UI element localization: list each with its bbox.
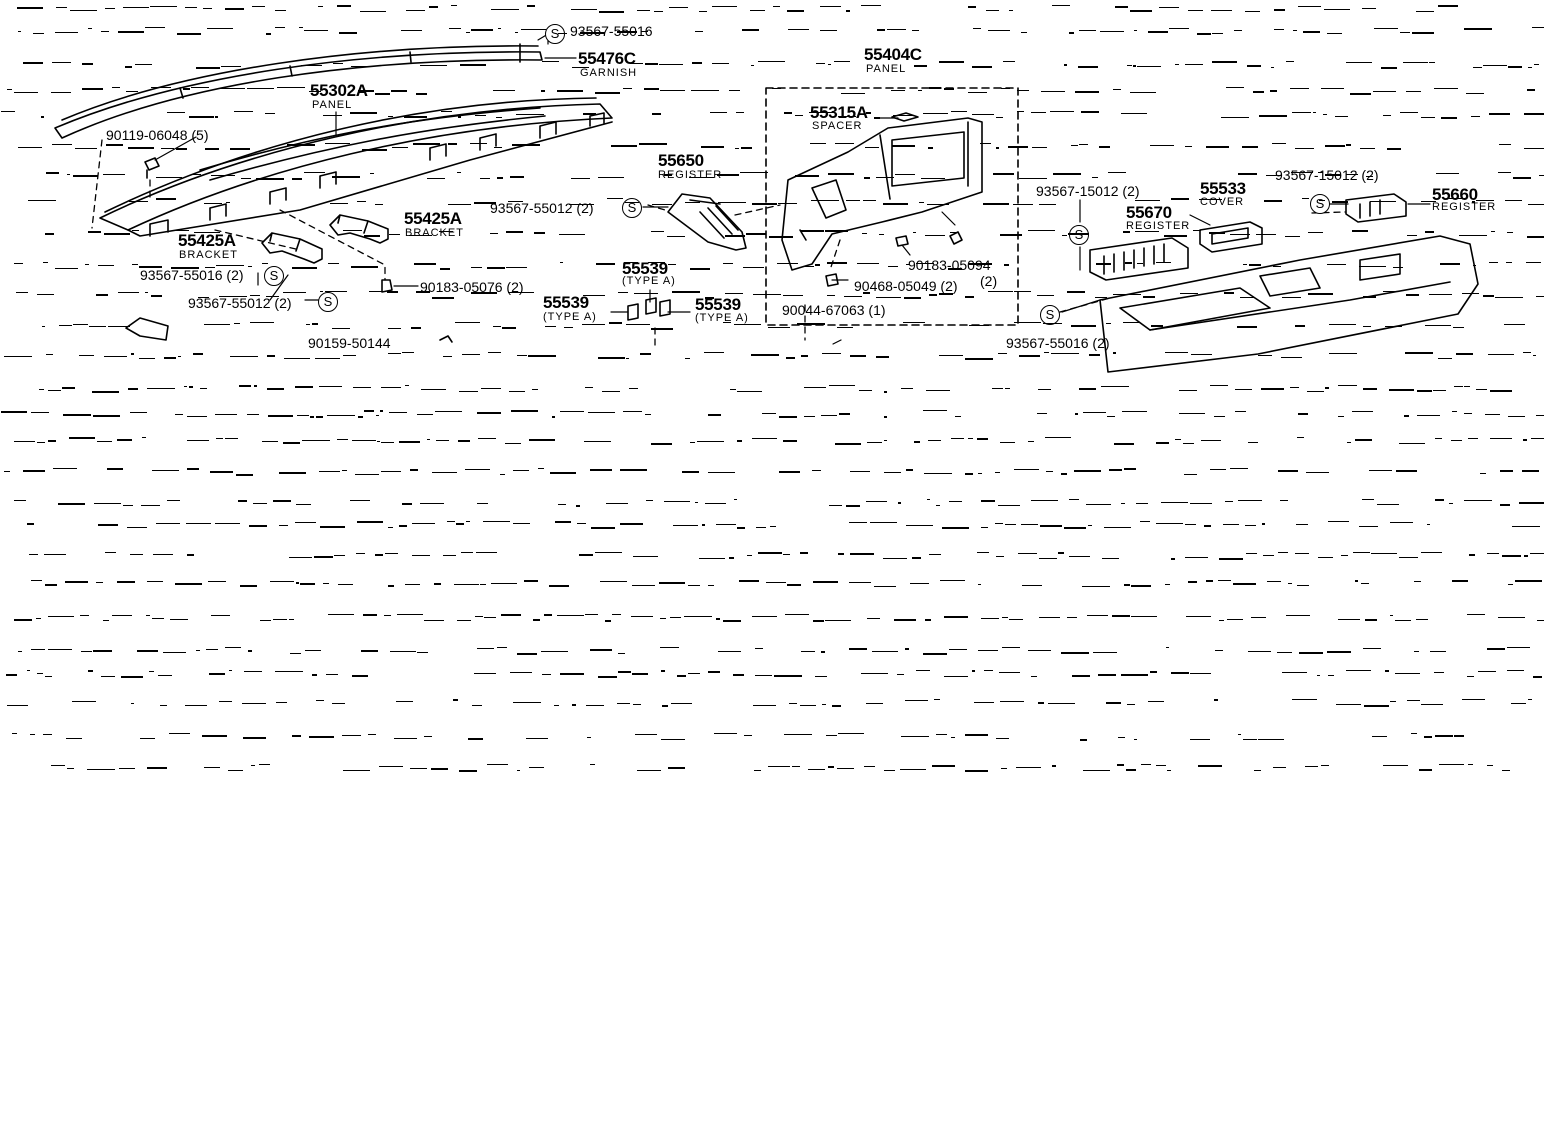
s-symbol-icon: S	[545, 24, 565, 44]
noise-band	[28, 198, 1544, 205]
panel-55302a-drawing	[99, 97, 613, 237]
part-number-93567-55012-2-mid: 93567-55012 (2)	[490, 200, 594, 216]
part-name-register-55650: REGISTER	[658, 169, 723, 181]
s-symbol-icon: S	[1310, 194, 1330, 214]
part-number-55533: 55533	[1200, 179, 1246, 198]
noise-band	[18, 27, 1544, 35]
s-mark-leaders	[832, 339, 842, 345]
noise-band	[1, 111, 1544, 119]
leader-solid-lines	[154, 33, 1431, 313]
cover-55533-drawing	[1199, 221, 1263, 253]
part-name-type-a-right: (TYPE A)	[695, 312, 749, 324]
clips-55539-drawing	[627, 297, 671, 321]
part-number-55476c: 55476C	[578, 49, 636, 68]
part-number-55425a-left: 55425A	[178, 231, 236, 250]
part-name-bracket-left: BRACKET	[179, 249, 238, 261]
noise-band	[46, 172, 1544, 180]
noise-band	[23, 61, 1539, 69]
part-number-93567-55016-top: 93567-55016	[570, 23, 653, 39]
part-number-93567-55012-2-left: 93567-55012 (2)	[188, 295, 292, 311]
noise-band	[17, 5, 1458, 13]
register-55660-drawing	[1345, 193, 1407, 223]
loose-part-drawing	[125, 317, 453, 343]
noise-band	[7, 699, 1532, 707]
s-symbol-icon: S	[318, 292, 338, 312]
noise-band	[16, 291, 1544, 299]
part-number-90183-05076: 90183-05076 (2)	[420, 279, 524, 295]
noise-band	[14, 437, 1544, 445]
noise-band	[18, 647, 1530, 655]
s-symbol-icon: S	[1040, 305, 1060, 325]
part-number-90044-67063: 90044-67063 (1)	[782, 302, 886, 318]
noise-band	[14, 614, 1544, 622]
clip-90183-05076-drawing	[381, 279, 393, 293]
bracket-55425a-right-drawing	[329, 214, 389, 244]
part-name-type-a-top: (TYPE A)	[622, 275, 676, 287]
part-name-garnish: GARNISH	[580, 67, 638, 79]
noise-band	[14, 262, 1541, 270]
part-number-93567-15012-left: 93567-15012 (2)	[1036, 183, 1140, 199]
part-number-90468-05049: 90468-05049 (2)	[854, 278, 958, 294]
lower-dash-panel-drawing	[1099, 235, 1479, 373]
noise-band	[31, 580, 1542, 587]
noise-band	[14, 499, 1544, 507]
noise-band	[1, 410, 1544, 418]
bracket-55425a-left-drawing	[261, 232, 323, 264]
part-quantity-90183-05094: (2)	[980, 273, 998, 289]
noise-band	[4, 468, 1539, 476]
register-55650-drawing	[667, 193, 747, 251]
part-number-55660: 55660	[1432, 185, 1478, 204]
noise-band	[12, 733, 1464, 741]
part-name-panel-55404c: PANEL	[866, 63, 907, 75]
part-number-55539-right: 55539	[695, 295, 741, 314]
part-number-93567-55016-2: 93567-55016 (2)	[140, 267, 244, 283]
scan-noise-area	[1, 5, 1544, 772]
noise-band	[42, 322, 1525, 330]
part-name-register-55670: REGISTER	[1126, 220, 1191, 232]
part-name-cover: COVER	[1200, 196, 1245, 208]
panel-clips-drawing	[825, 231, 963, 287]
noise-band	[45, 230, 1544, 238]
part-number-55404c: 55404C	[864, 45, 922, 64]
part-name-register-55660: REGISTER	[1432, 201, 1497, 213]
part-name-bracket-right: BRACKET	[405, 227, 464, 239]
noise-band	[4, 352, 1536, 360]
part-name-panel-55302a: PANEL	[312, 99, 353, 111]
part-number-55539-top: 55539	[622, 259, 668, 278]
part-number-90183-05094: 90183-05094	[908, 257, 991, 273]
noise-band	[18, 143, 1544, 151]
noise-band	[6, 670, 1542, 678]
part-number-55539-left: 55539	[543, 293, 589, 312]
part-name-spacer: SPACER	[812, 120, 863, 132]
part-number-55650: 55650	[658, 151, 704, 170]
part-number-55670: 55670	[1126, 203, 1172, 222]
garnish-part-drawing	[54, 43, 543, 139]
part-name-type-a-left: (TYPE A)	[543, 311, 597, 323]
part-number-55425a-right: 55425A	[404, 209, 462, 228]
clip-90119-drawing	[144, 157, 160, 179]
noise-band	[29, 552, 1544, 560]
part-number-90119-06048: 90119-06048 (5)	[106, 127, 209, 143]
noise-band	[7, 87, 1535, 95]
s-symbol-icon: S	[264, 266, 284, 286]
part-number-55302a: 55302A	[310, 81, 368, 100]
noise-band	[27, 521, 1540, 529]
noise-band	[39, 385, 1512, 393]
noise-band	[51, 764, 1510, 772]
